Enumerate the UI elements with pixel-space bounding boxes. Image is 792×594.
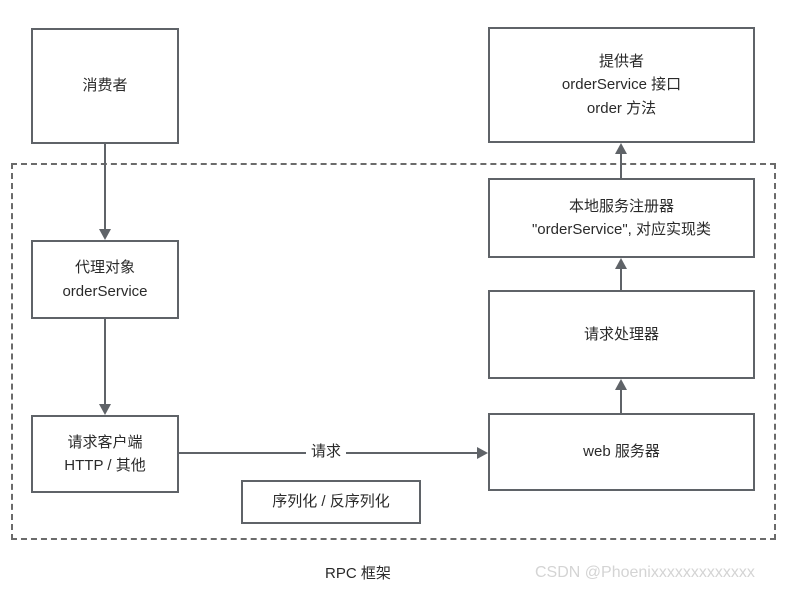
edge-consumer-to-proxy-line (104, 144, 106, 229)
node-local-service-registry[interactable]: 本地服务注册器 "orderService", 对应实现类 (488, 178, 755, 258)
node-serialization-line-1: 序列化 / 反序列化 (272, 493, 390, 511)
node-consumer-line-1: 消费者 (82, 77, 128, 95)
node-request-client[interactable]: 请求客户端 HTTP / 其他 (31, 415, 179, 493)
node-provider-line-1: 提供者 (598, 53, 644, 71)
edge-webserver-to-handler-line (620, 390, 622, 413)
node-proxy-line-2: orderService (62, 282, 148, 300)
rpc-framework-label: RPC 框架 (325, 565, 391, 582)
node-provider[interactable]: 提供者 orderService 接口 order 方法 (488, 27, 755, 143)
node-proxy-line-1: 代理对象 (74, 259, 135, 277)
node-web-server[interactable]: web 服务器 (488, 413, 755, 491)
edge-label-request: 请求 (306, 440, 347, 461)
csdn-watermark: CSDN @Phoenixxxxxxxxxxxxx (535, 564, 755, 581)
node-registry-line-2: "orderService", 对应实现类 (531, 221, 712, 238)
edge-webserver-to-handler-arrowhead (615, 379, 627, 390)
node-webserver-line-1: web 服务器 (583, 443, 660, 461)
node-consumer[interactable]: 消费者 (31, 28, 179, 144)
node-provider-line-2: orderService 接口 (561, 76, 682, 94)
edge-proxy-to-client-arrowhead (99, 404, 111, 415)
edge-registry-to-provider-arrowhead (615, 143, 627, 154)
edge-proxy-to-client-line (104, 319, 106, 404)
node-proxy-object[interactable]: 代理对象 orderService (31, 240, 179, 319)
node-request-handler[interactable]: 请求处理器 (488, 290, 755, 379)
edge-registry-to-provider-line (620, 154, 622, 178)
node-client-line-2: HTTP / 其他 (64, 457, 146, 474)
edge-handler-to-registry-line (620, 269, 622, 290)
edge-consumer-to-proxy-arrowhead (99, 229, 111, 240)
node-serialization[interactable]: 序列化 / 反序列化 (241, 480, 421, 524)
edge-handler-to-registry-arrowhead (615, 258, 627, 269)
edge-client-to-webserver-arrowhead (477, 447, 488, 459)
node-handler-line-1: 请求处理器 (583, 325, 659, 343)
rpc-framework-boundary (11, 163, 776, 540)
node-client-line-1: 请求客户端 (67, 433, 143, 451)
node-provider-line-3: order 方法 (586, 99, 657, 117)
node-registry-line-1: 本地服务注册器 (568, 197, 674, 215)
